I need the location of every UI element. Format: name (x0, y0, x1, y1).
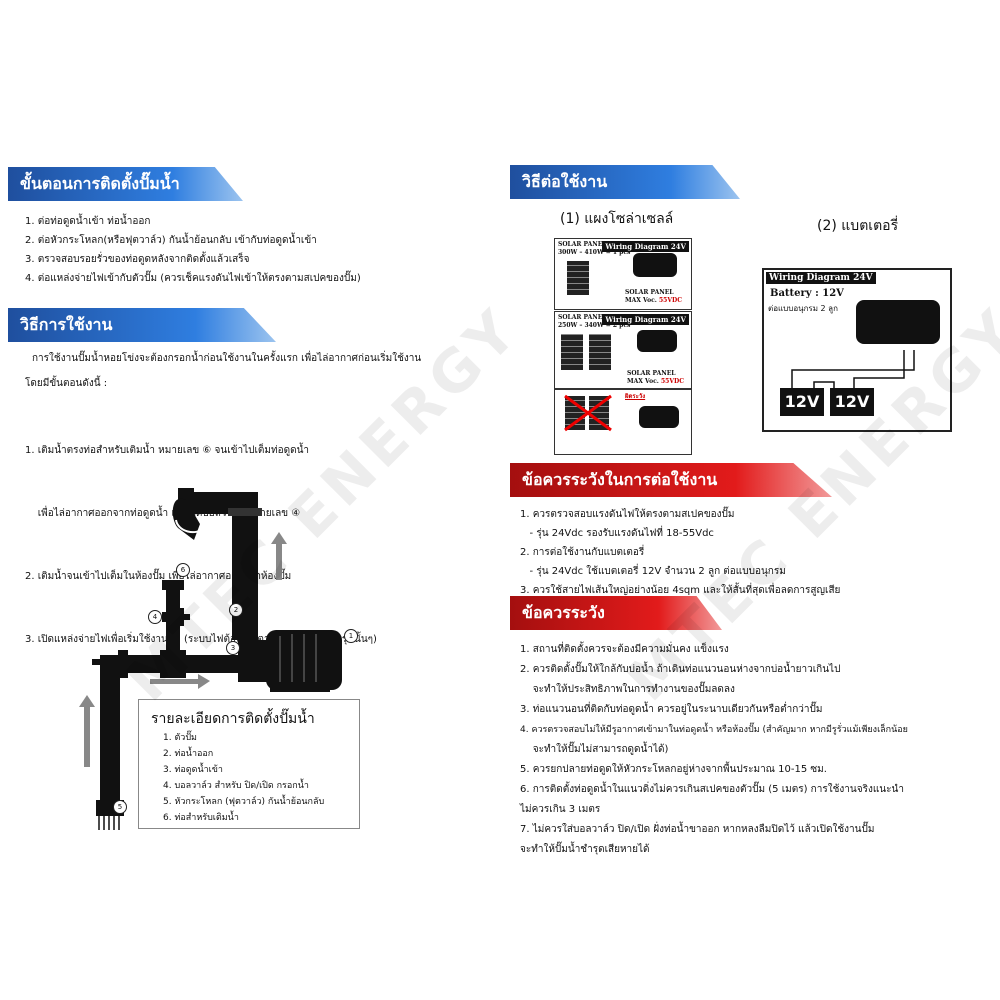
list-item: 2. ควรติดตั้งปั๊มให้ใกล้กับบ่อน้ำ ถ้าเดิ… (520, 664, 841, 675)
pump-image (856, 300, 940, 344)
callout-3: 3 (226, 641, 240, 655)
pump-image (639, 406, 679, 428)
list-item: 2. ต่อหัวกระโหลก(หรือฟุตวาล์ว) กันน้ำย้อ… (25, 235, 317, 246)
callout-1: 1 (344, 629, 358, 643)
solar-panel-text: SOLAR PANEL :300W – 410W = 1 pcs (558, 241, 631, 256)
caution-connect-lines: 1. ควรตรวจสอบแรงดันไฟให้ตรงตามสเปคของปั๊… (520, 505, 840, 600)
list-item: 1. ต่อท่อดูดน้ำเข้า ท่อน้ำออก (25, 216, 151, 227)
list-item: 1. เติมน้ำตรงท่อสำหรับเติมน้ำ หมายเลข ⑥ … (25, 445, 310, 456)
outlet-spout (172, 498, 200, 540)
list-item: 4. ควรตรวจสอบไม่ให้มีรูอากาศเข้ามาในท่อด… (520, 725, 908, 735)
list-item: 1. สถานที่ติดตั้งควรจะต้องมีความมั่นคง แ… (520, 644, 729, 655)
list-item: 3. ท่อแนวนอนที่ติดกับท่อดูดน้ำ ควรอยู่ใน… (520, 704, 823, 715)
battery-text: Battery : 12V (770, 288, 844, 299)
legend-items: 1. ตัวปั๊ม 2. ท่อน้ำออก 3. ท่อดูดน้ำเข้า… (163, 730, 324, 826)
list-item: 6. ท่อสำหรับเติมน้ำ (163, 813, 239, 823)
battery-diagram: Wiring Diagram 24V Battery : 12V ต่อแบบอ… (762, 268, 952, 432)
list-item: 3. ท่อดูดน้ำเข้า (163, 765, 223, 775)
callout-5: 5 (113, 800, 127, 814)
connect-heading: วิธีต่อใช้งาน (510, 165, 740, 199)
wiring-badge: Wiring Diagram 24V (766, 272, 876, 284)
warning-label: ผิดระวัง (625, 393, 646, 400)
solar-panel-image (567, 261, 589, 295)
pump-installation-diagram (79, 488, 342, 830)
wiring-badge: Wiring Diagram 24V (602, 241, 689, 252)
cross-icon (564, 394, 612, 432)
callout-6: 6 (176, 563, 190, 577)
callout-4: 4 (148, 610, 162, 624)
list-item: 1. ควรตรวจสอบแรงดันไฟให้ตรงตามสเปคของปั๊… (520, 509, 735, 520)
legend-title: รายละเอียดการติดตั้งปั๊มน้ำ (151, 711, 315, 727)
list-item: 6. การติดตั้งท่อดูดน้ำในแนวดิ่งไม่ควรเกิ… (520, 784, 904, 795)
install-heading: ขั้นตอนการติดตั้งปั๊มน้ำ (8, 167, 243, 201)
solar-diagram-1: SOLAR PANEL :300W – 410W = 1 pcs Wiring … (554, 238, 692, 310)
flow-arrow (79, 532, 287, 767)
list-item: จะทำให้ปั๊มไม่สามารถดูดน้ำได้) (520, 744, 669, 755)
pump-image (637, 330, 677, 352)
list-item: จะทำให้ปั๊มน้ำชำรุดเสียหายได้ (520, 844, 650, 855)
wiring-badge: Wiring Diagram 24V (602, 314, 689, 325)
solar-panel-text: SOLAR PANEL :250W – 340W = 2 pcs (558, 314, 631, 329)
usage-heading: วิธีการใช้งาน (8, 308, 276, 342)
solar-diagram-warning: ผิดระวัง (554, 389, 692, 455)
list-item: 2. การต่อใช้งานกับแบตเตอรี่ (520, 547, 645, 558)
caution-heading: ข้อควรระวัง (510, 596, 722, 630)
list-item: 5. ควรยกปลายท่อดูดให้หัวกระโหลกอยู่ห่างจ… (520, 764, 827, 775)
list-item: 3. ควรใช้สายไฟเส้นใหญ่อย่างน้อย 4sqm และ… (520, 585, 841, 596)
solar-panel-image (589, 396, 609, 430)
battery-cell: 12V (830, 388, 874, 416)
list-item: 4. บอลวาล์ว สำหรับ ปิด/เปิด กรอกน้ำ (163, 781, 309, 791)
solar-panel-image (561, 334, 583, 370)
caution-lines: 1. สถานที่ติดตั้งควรจะต้องมีความมั่นคง แ… (520, 640, 908, 860)
solar-panel-image (565, 396, 585, 430)
solar-panel-image (589, 334, 611, 370)
caution-connect-heading: ข้อควรระวังในการต่อใช้งาน (510, 463, 832, 497)
list-item: 4. ต่อแหล่งจ่ายไฟเข้ากับตัวปั๊ม (ควรเช็ค… (25, 273, 361, 284)
callout-2: 2 (229, 603, 243, 617)
usage-intro-2: โดยมีขั้นตอนดังนี้ : (25, 378, 108, 389)
suction-pipe-vertical (100, 655, 120, 815)
list-item: - รุ่น 24Vdc ใช้แบตเตอรี่ 12V จำนวน 2 ลู… (520, 566, 786, 577)
list-item: - รุ่น 24Vdc รองรับแรงดันไฟที่ 18-55Vdc (520, 528, 714, 539)
list-item: 2. ท่อน้ำออก (163, 749, 214, 759)
list-item: จะทำให้ประสิทธิภาพในการทำงานของปั๊มลดลง (520, 684, 735, 695)
list-item: 5. หัวกระโหลก (ฟุตวาล์ว) กันน้ำย้อนกลับ (163, 797, 325, 807)
list-item: 3. ตรวจสอบรอยรั่วของท่อดูดหลังจากติดตั้ง… (25, 254, 250, 265)
solar-diagram-2: SOLAR PANEL :250W – 340W = 2 pcs Wiring … (554, 311, 692, 389)
battery-label: (2) แบตเตอรี่ (817, 218, 899, 234)
diagram-legend: รายละเอียดการติดตั้งปั๊มน้ำ 1. ตัวปั๊ม 2… (138, 699, 360, 829)
battery-wires (791, 350, 915, 388)
list-item: 2. เติมน้ำจนเข้าไปเต็มในห้องปั๊ม เพื่อไล… (25, 571, 292, 582)
solar-label: (1) แผงโซล่าเซลล์ (560, 211, 674, 227)
battery-cell: 12V (780, 388, 824, 416)
list-item: 7. ไม่ควรใส่บอลวาล์ว ปิด/เปิด ฝั่งท่อน้ำ… (520, 824, 875, 835)
list-item: ไม่ควรเกิน 3 เมตร (520, 804, 601, 815)
install-steps: 1. ต่อท่อดูดน้ำเข้า ท่อน้ำออก 2. ต่อหัวก… (25, 212, 361, 288)
pump-image (633, 253, 677, 277)
battery-note: ต่อแบบอนุกรม 2 ลูก (768, 304, 838, 313)
list-item: 1. ตัวปั๊ม (163, 733, 197, 743)
ball-valve (170, 608, 184, 626)
usage-intro-1: การใช้งานปั๊มน้ำหอยโข่งจะต้องกรอกน้ำก่อน… (32, 353, 422, 364)
